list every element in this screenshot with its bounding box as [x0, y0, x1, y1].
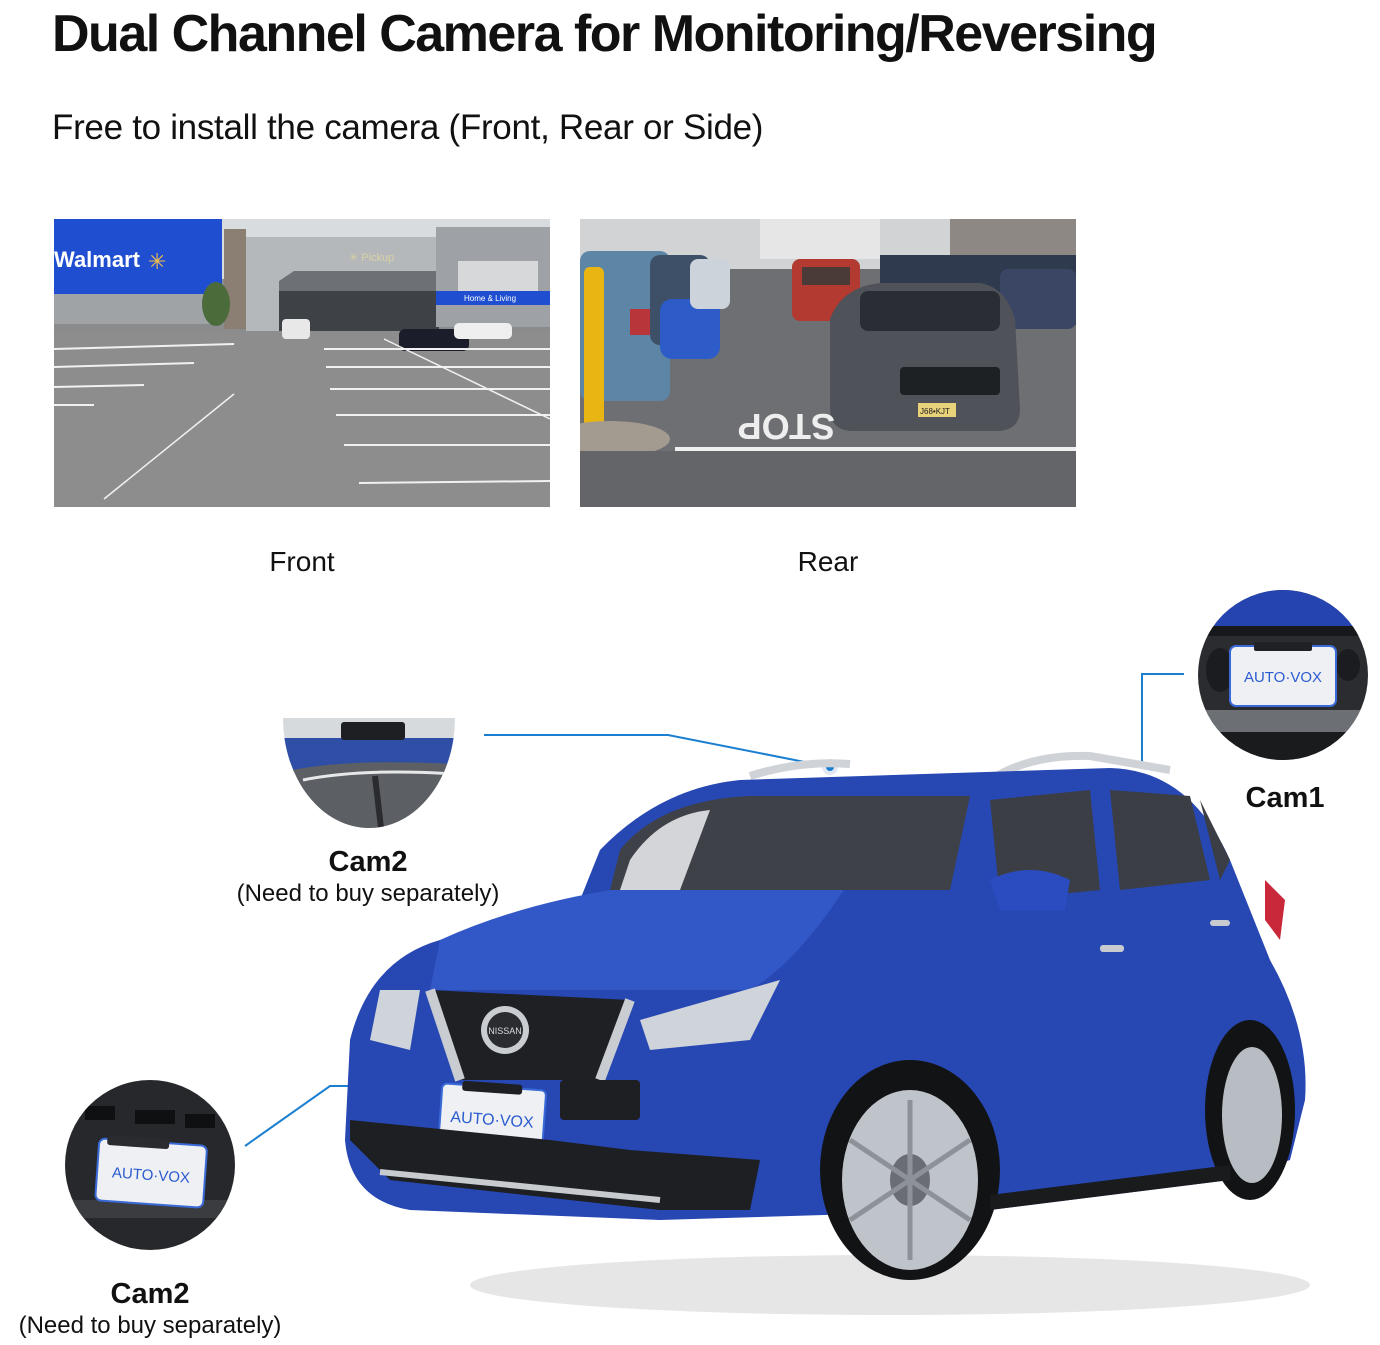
- svg-text:Walmart: Walmart: [54, 247, 141, 272]
- front-view-photo: Walmart ✳ ✳ Pickup Home & Living: [54, 219, 550, 507]
- svg-text:✳: ✳: [148, 250, 166, 275]
- page-subtitle: Free to install the camera (Front, Rear …: [52, 108, 764, 147]
- cam2-front-closeup-image: AUTO·VOX: [65, 1080, 235, 1250]
- cam1-label: Cam1: [1245, 782, 1325, 814]
- svg-text:Home & Living: Home & Living: [464, 294, 516, 303]
- svg-text:STOP: STOP: [738, 406, 835, 447]
- rear-view-caption: Rear: [797, 546, 859, 577]
- svg-text:AUTO·VOX: AUTO·VOX: [111, 1164, 190, 1186]
- cam1-closeup-image: AUTO·VOX: [1198, 590, 1368, 760]
- svg-text:AUTO·VOX: AUTO·VOX: [1244, 669, 1322, 686]
- cam2-front-note: (Need to buy separately): [18, 1312, 282, 1339]
- page-title: Dual Channel Camera for Monitoring/Rever…: [52, 5, 1158, 63]
- front-view-caption: Front: [269, 546, 335, 577]
- cam2-roof-label: Cam2: [328, 846, 408, 878]
- rear-view-photo: J68•KJT STOP: [580, 219, 1076, 507]
- svg-text:NISSAN: NISSAN: [488, 1026, 522, 1036]
- svg-text:✳ Pickup: ✳ Pickup: [349, 252, 394, 264]
- svg-text:J68•KJT: J68•KJT: [920, 407, 950, 416]
- cam2-front-label: Cam2: [110, 1278, 190, 1310]
- cam2-roof-note: (Need to buy separately): [236, 880, 500, 907]
- svg-text:AUTO·VOX: AUTO·VOX: [450, 1109, 535, 1132]
- suv-vehicle-image: NISSAN AUTO·VOX: [330, 740, 1310, 1320]
